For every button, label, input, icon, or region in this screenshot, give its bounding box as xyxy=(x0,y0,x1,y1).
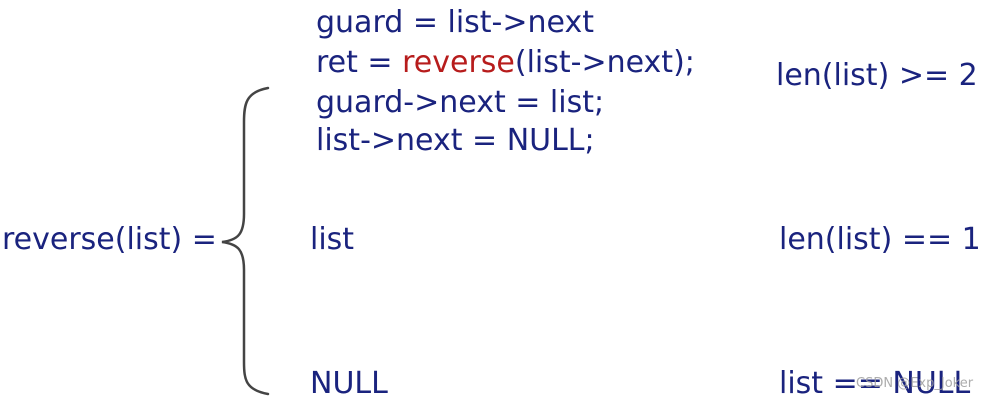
csdn-watermark: CSDN @Exp_Joker xyxy=(856,376,974,391)
line-2-prefix: ret = xyxy=(316,45,403,80)
recursive-case-line-4: list->next = NULL; xyxy=(316,123,595,158)
null-case-value: NULL xyxy=(310,366,388,401)
recursive-case-line-3: guard->next = list; xyxy=(316,85,605,120)
single-case-value: list xyxy=(310,222,355,257)
recursive-case-line-2: ret = reverse(list->next); xyxy=(316,43,695,83)
null-case-condition: list == NULL xyxy=(779,366,971,401)
recursive-case-condition: len(list) >= 2 xyxy=(776,58,978,93)
recursive-case-line-1: guard = list->next xyxy=(316,5,594,40)
reverse-call-highlight: reverse xyxy=(402,45,515,80)
single-case-condition: len(list) == 1 xyxy=(779,222,981,257)
line-2-suffix: (list->next); xyxy=(514,45,695,80)
function-definition-lhs: reverse(list) = xyxy=(2,222,217,257)
